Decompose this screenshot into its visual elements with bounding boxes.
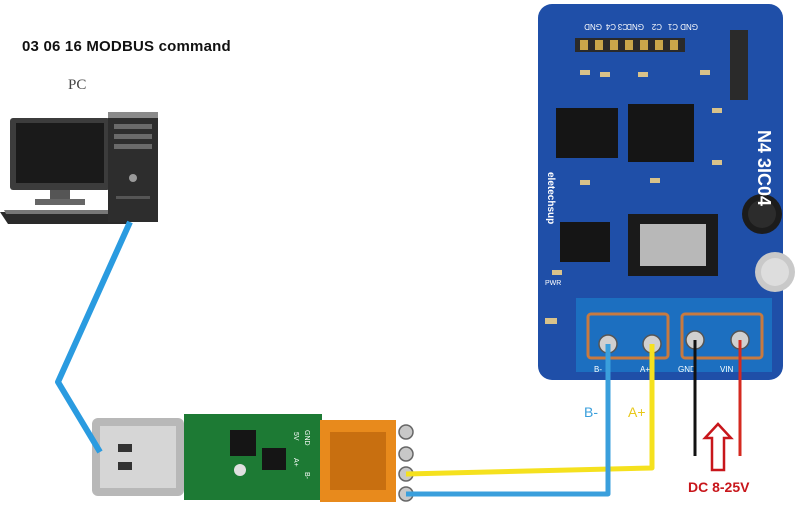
up-arrow-icon xyxy=(702,422,734,472)
pin-label: C1 xyxy=(667,22,678,31)
pin-label: GND xyxy=(626,22,644,31)
pwr-silkscreen: PWR xyxy=(545,280,561,287)
adapter-label: A+ xyxy=(292,458,299,467)
wire-a-plus xyxy=(405,344,655,477)
terminal-label: A+ xyxy=(640,365,650,374)
pin-label: C3 xyxy=(617,22,628,31)
computer-icon xyxy=(0,112,158,224)
adapter-label: 5V xyxy=(292,432,299,441)
board-brand: eletechsup xyxy=(545,172,556,224)
terminal-label: GND xyxy=(678,365,696,374)
power-supply-label: DC 8-25V xyxy=(688,479,750,495)
wire-a-label: A+ xyxy=(628,404,646,420)
n4ric04-board: N4 3IC04 eletechsup GND C4 C3 GND C2 C1 … xyxy=(538,4,795,380)
usb-rs485-adapter: 5V GND A+ B- xyxy=(92,414,414,502)
pin-label: C2 xyxy=(651,22,662,31)
board-name: N4 3IC04 xyxy=(754,130,774,206)
pin-label: GND xyxy=(680,22,698,31)
adapter-label: B- xyxy=(303,472,310,480)
adapter-label: GND xyxy=(303,430,310,446)
wire-b-minus xyxy=(406,344,611,497)
pin-label: GND xyxy=(584,22,602,31)
terminal-label: VIN xyxy=(720,365,734,374)
pc-label: PC xyxy=(68,77,87,93)
wire-b-label: B- xyxy=(584,404,598,420)
usb-cable xyxy=(55,220,133,454)
diagram-title: 03 06 16 MODBUS command xyxy=(22,38,231,55)
pin-label: C4 xyxy=(605,22,616,31)
terminal-label: B- xyxy=(594,365,602,374)
